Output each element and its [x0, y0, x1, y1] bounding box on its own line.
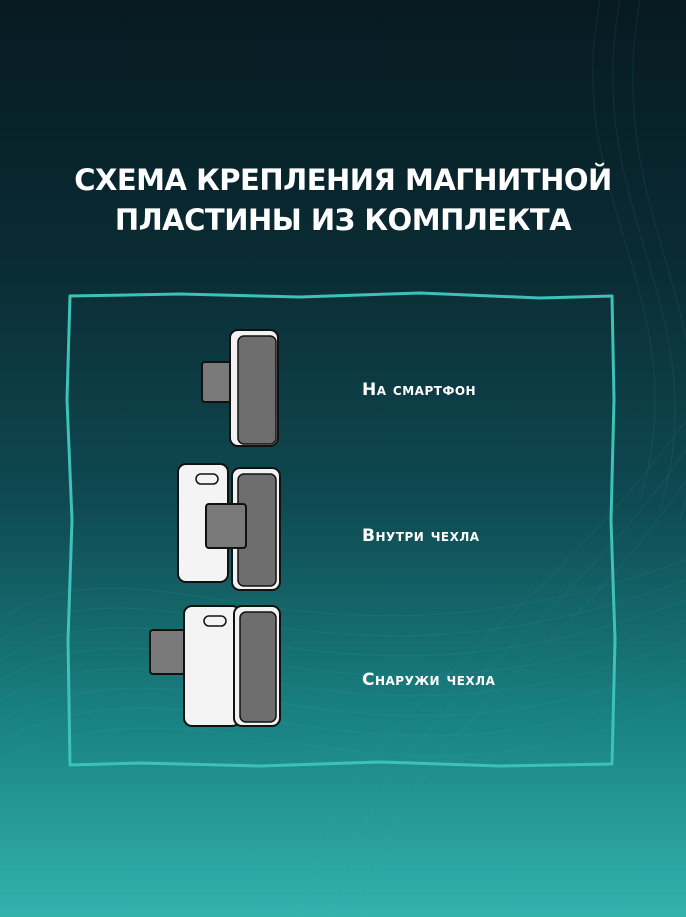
page-title: СХЕМА КРЕПЛЕНИЯ МАГНИТНОЙ ПЛАСТИНЫ ИЗ КО…: [0, 160, 686, 240]
magnetic-plate: [205, 503, 247, 549]
plate-outside-case-icon: [149, 605, 281, 727]
phone-screen: [237, 335, 277, 445]
camera-cutout-icon: [203, 615, 227, 627]
camera-cutout-icon: [195, 473, 219, 485]
title-line-1: СХЕМА КРЕПЛЕНИЯ МАГНИТНОЙ: [74, 163, 612, 197]
title-line-2: ПЛАСТИНЫ ИЗ КОМПЛЕКТА: [114, 203, 572, 237]
phone-with-plate-icon: [201, 329, 279, 447]
option-label-outside-case: Снаружи чехла: [362, 670, 496, 690]
option-label-inside-case: Внутри чехла: [362, 526, 480, 546]
case-back: [183, 605, 241, 727]
plate-inside-case-icon: [177, 463, 281, 591]
option-label-on-phone: На смартфон: [362, 380, 477, 400]
phone-screen: [239, 611, 277, 723]
